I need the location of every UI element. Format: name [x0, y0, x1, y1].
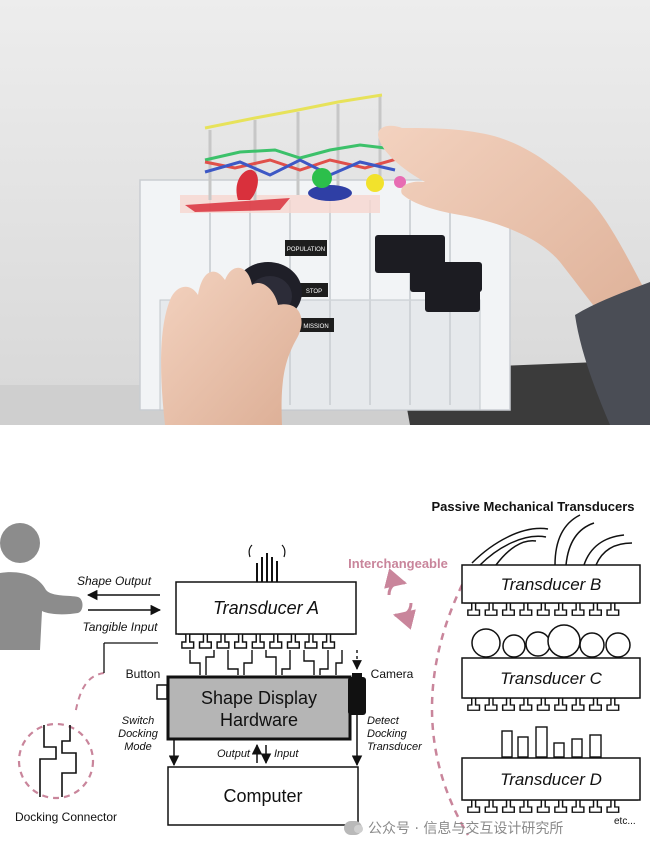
transducer-b-arcs	[471, 514, 633, 566]
transducer-a-connectors	[178, 634, 354, 649]
signal-waves-icon	[248, 544, 286, 558]
transducer-a-pins	[256, 553, 278, 582]
camera-icon	[348, 677, 366, 715]
photo-label-population: POPULATION	[285, 240, 327, 256]
mechanical-linkage	[189, 650, 343, 675]
output-label: Output	[217, 748, 251, 760]
transducer-b-label: Transducer B	[501, 575, 602, 594]
blue-string	[204, 158, 396, 177]
transducer-a-box	[175, 581, 357, 635]
shape-output-label: Shape Output	[77, 574, 152, 588]
shape-display-label-line2: Hardware	[220, 710, 298, 730]
passive-transducers-title: Passive Mechanical Transducers	[431, 499, 634, 514]
passive-group-arc	[430, 572, 470, 836]
computer-box	[167, 766, 359, 826]
transducer-d-cylinders	[501, 726, 602, 758]
photo-label-mission: MISSION	[298, 318, 334, 332]
wechat-icon	[344, 821, 363, 835]
switch-docking-line1: Switch	[122, 715, 154, 727]
watermark-text: 公众号 · 信息与交互设计研究所	[368, 821, 564, 837]
transducer-c-connectors	[464, 698, 638, 711]
detect-docking-line2: Docking	[367, 728, 408, 740]
transducer-c-spheres	[471, 624, 631, 658]
shape-display-label-line1: Shape Display	[201, 688, 317, 708]
red-figure	[236, 169, 258, 200]
docking-connector-label: Docking Connector	[15, 810, 117, 824]
tangible-input-label: Tangible Input	[83, 620, 159, 634]
shape-display-box	[166, 675, 352, 741]
svg-text:STOP: STOP	[306, 289, 322, 295]
black-blocks	[375, 235, 482, 312]
red-string	[204, 156, 401, 172]
svg-text:POPULATION: POPULATION	[287, 247, 325, 253]
docking-callout-line	[74, 672, 105, 716]
right-hand	[378, 125, 650, 360]
etc-label: etc...	[614, 816, 636, 827]
camera-label: Camera	[371, 667, 414, 681]
red-base	[185, 198, 290, 212]
transducer-b-connectors	[464, 603, 638, 616]
transducer-d-connectors	[464, 800, 638, 813]
photo-label-stop: STOP	[300, 283, 328, 297]
button-label: Button	[126, 667, 161, 681]
detect-docking-line3: Transducer	[367, 741, 423, 753]
transducer-d-box	[461, 757, 641, 801]
green-figure	[312, 168, 332, 188]
right-sleeve	[575, 282, 650, 425]
transducer-c-box	[461, 657, 641, 699]
pink-figure	[394, 176, 406, 188]
input-label: Input	[274, 748, 299, 760]
green-string	[204, 143, 386, 162]
docking-connector-circle	[17, 722, 95, 800]
button-icon	[156, 684, 168, 700]
user-figure-icon	[0, 523, 83, 650]
watermark: 公众号 · 信息与交互设计研究所	[344, 818, 563, 838]
transducer-c-label: Transducer C	[500, 669, 602, 688]
left-hand	[161, 267, 302, 425]
docking-connector-icon	[39, 725, 77, 797]
blue-figure	[308, 185, 352, 201]
interchangeable-label: Interchangeable	[348, 556, 448, 571]
yellow-figure	[366, 174, 384, 192]
yellow-string	[204, 93, 383, 130]
photo-shape-display: POPULATION STOP MISSION	[0, 0, 650, 425]
interchange-cycle-icon	[384, 568, 416, 630]
computer-label: Computer	[223, 786, 302, 806]
switch-docking-line3: Mode	[124, 741, 152, 753]
transducer-a-label: Transducer A	[213, 598, 319, 618]
camera-icon-top	[352, 673, 362, 678]
transducer-d-label: Transducer D	[500, 770, 602, 789]
switch-docking-line2: Docking	[118, 728, 159, 740]
system-diagram: Passive Mechanical Transducers Interchan…	[0, 499, 641, 836]
detect-docking-line1: Detect	[367, 715, 400, 727]
svg-text:MISSION: MISSION	[303, 324, 328, 330]
